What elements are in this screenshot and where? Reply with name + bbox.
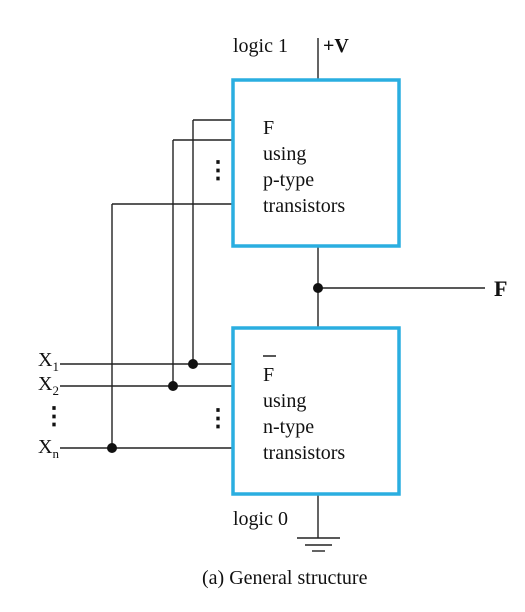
logic-1-label: logic 1 — [233, 35, 288, 57]
x2-node — [168, 381, 178, 391]
pull-up-line-4: transistors — [263, 195, 345, 217]
logic-0-label: logic 0 — [233, 508, 288, 530]
input-x2-label: X2 — [38, 373, 59, 398]
pull-up-network-box — [231, 78, 401, 248]
figure-caption: (a) General structure — [202, 567, 368, 589]
pull-down-network-box — [231, 326, 401, 496]
output-node — [313, 283, 323, 293]
pull-up-dots: ⋮ — [206, 158, 230, 184]
pull-down-line-3: n-type — [263, 416, 314, 438]
output-label: F — [494, 276, 507, 301]
pull-down-line-4: transistors — [263, 442, 345, 464]
pull-down-line-1: F — [263, 364, 274, 386]
xn-node — [107, 443, 117, 453]
supply-label: +V — [323, 35, 349, 57]
pull-down-line-2: using — [263, 390, 306, 412]
input-dots: ⋮ — [42, 404, 66, 430]
pull-up-line-2: using — [263, 143, 306, 165]
input-xn-label: Xn — [38, 436, 59, 461]
pull-up-line-1: F — [263, 117, 274, 139]
x1-node — [188, 359, 198, 369]
pull-down-dots: ⋮ — [206, 406, 230, 432]
input-x1-label: X1 — [38, 349, 59, 374]
pull-up-line-3: p-type — [263, 169, 314, 191]
